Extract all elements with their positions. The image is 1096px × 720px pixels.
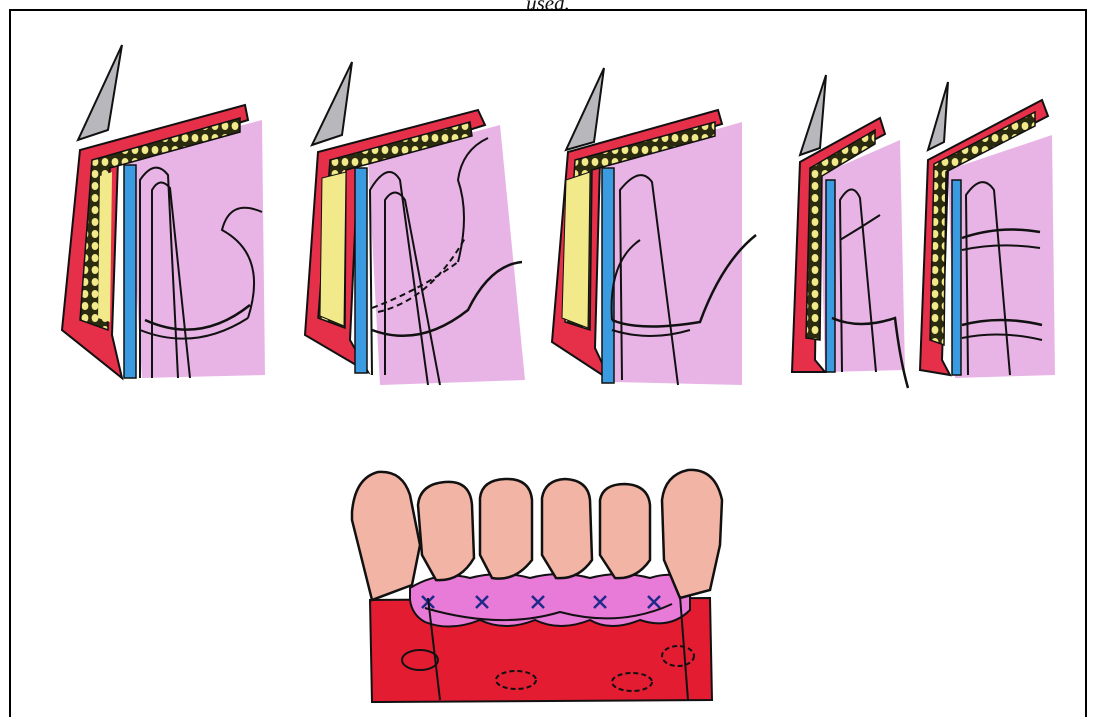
panel-1 [62,45,265,378]
scalpel-blade [566,68,604,150]
tooth-3 [480,479,532,579]
periosteum [952,180,961,375]
sutured-gingiva-diagram [352,470,722,702]
tooth-5 [600,484,650,578]
scalpel-blade [928,82,948,150]
panel-3 [552,68,756,385]
panel-2 [305,62,525,385]
tooth-4 [542,479,592,578]
cortical-bone [320,172,346,326]
gingival-papillae [410,574,690,627]
periosteum [826,180,835,372]
scalpel-blade [800,75,826,155]
periosteum [602,168,614,383]
tooth-2 [418,482,474,580]
cortical-bone [562,172,590,328]
soft-tissue [368,125,525,385]
panel-4 [792,75,908,388]
tooth-1 [352,472,420,600]
scalpel-blade [78,45,122,140]
scalpel-blade [312,62,352,145]
soft-tissue [948,135,1055,378]
cortical-bone [98,172,112,322]
tooth-6 [662,470,722,598]
periosteum [124,165,136,378]
soft-tissue [608,122,742,385]
panel-5 [920,82,1055,378]
periosteum [355,168,367,373]
